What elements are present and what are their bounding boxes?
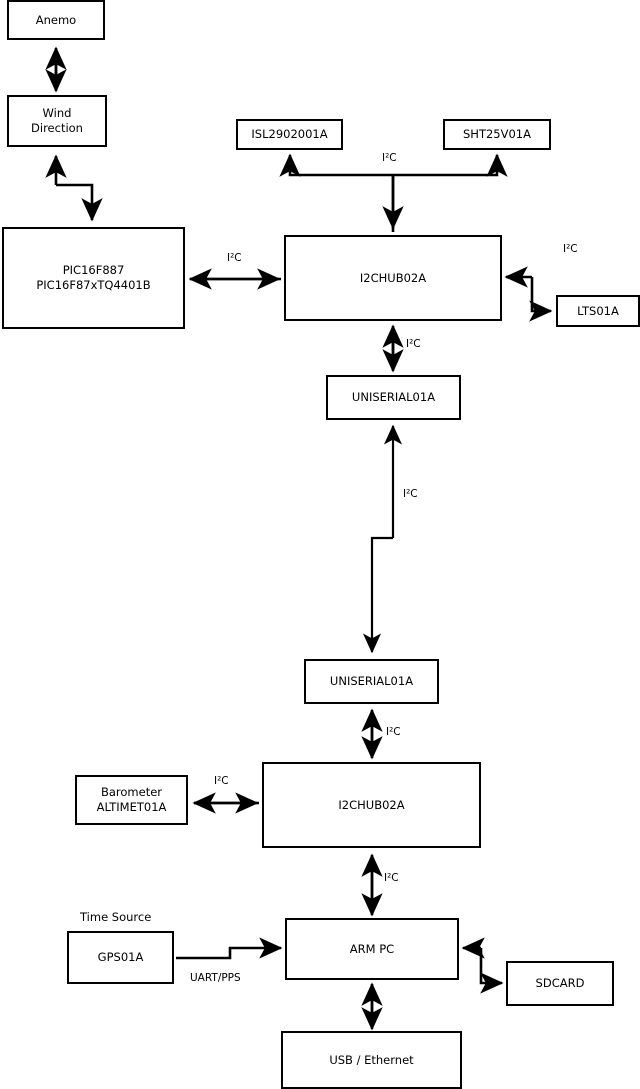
node-anemo[interactable]: Anemo <box>7 0 105 40</box>
node-sdcard[interactable]: SDCARD <box>506 961 614 1006</box>
node-wind-direction-label: Wind Direction <box>31 106 83 135</box>
node-i2chub02a-top-label: I2CHUB02A <box>359 270 427 285</box>
edge-label-i2c-uniserial-hub2: I²C <box>386 726 401 738</box>
edge-label-i2c-barometer-hub2: I²C <box>214 775 229 787</box>
node-i2chub02a-top[interactable]: I2CHUB02A <box>284 235 502 321</box>
label-time-source: Time Source <box>80 910 152 924</box>
edge-label-i2c-sensors-hub: I²C <box>382 152 397 164</box>
edge-label-i2c-pic-hub: I²C <box>227 252 242 264</box>
node-usb-ethernet-label: USB / Ethernet <box>329 1052 414 1067</box>
node-uniserial01a-top[interactable]: UNISERIAL01A <box>326 375 461 420</box>
node-uniserial01a-bottom-label: UNISERIAL01A <box>329 674 414 689</box>
node-barometer-altimet01a-label: Barometer ALTIMET01A <box>96 785 167 814</box>
node-sht25v01a[interactable]: SHT25V01A <box>443 119 551 150</box>
edge-label-uart-pps: UART/PPS <box>190 972 241 984</box>
node-i2chub02a-bottom[interactable]: I2CHUB02A <box>262 762 481 848</box>
connector-hub-top-sensors <box>279 153 508 232</box>
edge-label-i2c-hub-lts: I²C <box>563 243 578 255</box>
node-arm-pc-label: ARM PC <box>349 941 395 956</box>
node-gps01a-label: GPS01A <box>97 950 144 965</box>
connector-uniserial-link <box>362 424 403 654</box>
edge-label-i2c-hub2-armpc: I²C <box>384 872 399 884</box>
connector-wind-pic <box>45 154 103 222</box>
node-anemo-label: Anemo <box>35 12 77 27</box>
node-isl2902001a-label: ISL2902001A <box>251 127 328 142</box>
node-pic-microcontroller-label: PIC16F887 PIC16F87xTQ4401B <box>36 263 151 292</box>
node-sht25v01a-label: SHT25V01A <box>463 127 531 142</box>
node-usb-ethernet[interactable]: USB / Ethernet <box>281 1031 462 1089</box>
node-lts01a-label: LTS01A <box>577 303 619 318</box>
edge-label-i2c-uniserial-link: I²C <box>403 488 418 500</box>
connector-armpc-sdcard <box>461 937 504 994</box>
connector-hub-top-lts <box>504 266 553 322</box>
node-arm-pc[interactable]: ARM PC <box>285 918 459 980</box>
node-i2chub02a-bottom-label: I2CHUB02A <box>338 797 405 812</box>
node-isl2902001a[interactable]: ISL2902001A <box>236 119 343 150</box>
node-gps01a[interactable]: GPS01A <box>67 931 174 984</box>
node-pic-microcontroller[interactable]: PIC16F887 PIC16F87xTQ4401B <box>2 227 185 329</box>
node-sdcard-label: SDCARD <box>535 976 585 991</box>
node-lts01a[interactable]: LTS01A <box>556 295 640 327</box>
node-wind-direction[interactable]: Wind Direction <box>7 95 107 147</box>
node-uniserial01a-top-label: UNISERIAL01A <box>351 390 436 405</box>
node-barometer-altimet01a[interactable]: Barometer ALTIMET01A <box>75 775 188 825</box>
connector-gps-armpc <box>176 937 283 960</box>
node-uniserial01a-bottom[interactable]: UNISERIAL01A <box>304 659 439 704</box>
edge-label-i2c-hub-uniserial: I²C <box>406 338 421 350</box>
